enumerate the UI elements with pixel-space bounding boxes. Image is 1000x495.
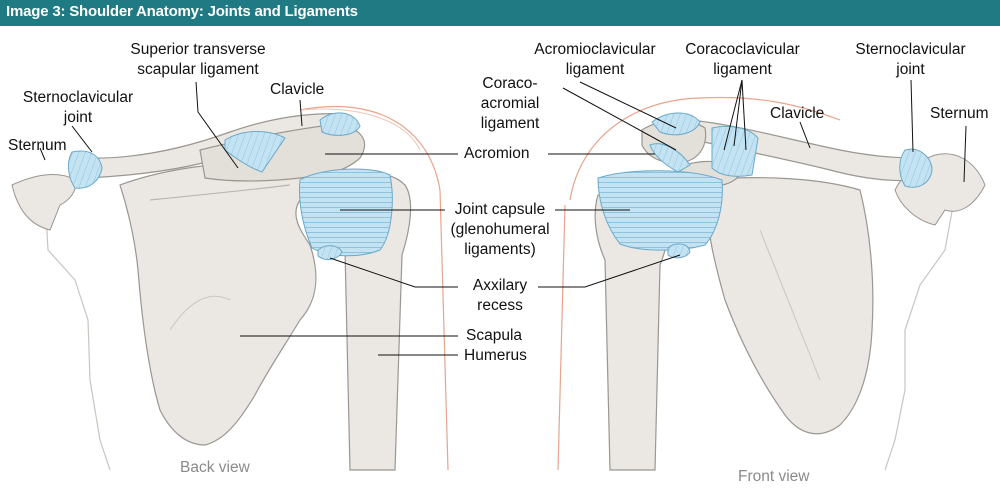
front-axillary-recess bbox=[667, 243, 691, 259]
label-acromion: Acromion bbox=[464, 145, 530, 162]
label-clavicle-back: Clavicle bbox=[270, 81, 325, 98]
label-joint-capsule-line2: (glenohumeral bbox=[450, 221, 550, 238]
label-acromioclavicular-line1: Acromioclavicular bbox=[534, 41, 656, 58]
label-humerus: Humerus bbox=[464, 347, 527, 364]
front-coracoacromial-ligament bbox=[649, 143, 691, 173]
back-sc-ligament bbox=[67, 150, 103, 189]
label-axxilary-line1: Axxilary bbox=[472, 277, 528, 294]
leader-lines bbox=[39, 79, 967, 356]
back-ac-ligament bbox=[319, 112, 361, 136]
back-view-figure bbox=[11, 106, 449, 471]
label-axxilary-recess: Axxilary recess bbox=[455, 276, 545, 316]
back-sternum bbox=[11, 174, 77, 231]
front-joint-capsule bbox=[597, 170, 723, 251]
page-title: Image 3: Shoulder Anatomy: Joints and Li… bbox=[6, 3, 358, 20]
label-coracoclavicular-line2: ligament bbox=[713, 61, 772, 78]
label-superior-transverse-line2: scapular ligament bbox=[137, 61, 259, 78]
front-ac-ligament bbox=[651, 112, 701, 136]
label-sternoclavicular-back: Sternoclavicular joint bbox=[18, 88, 138, 128]
front-body-outline bbox=[884, 194, 956, 471]
label-sternum-back: Sternum bbox=[8, 137, 67, 154]
label-axxilary-line2: recess bbox=[477, 297, 523, 314]
label-sternoclavicular-back-line2: joint bbox=[63, 109, 93, 126]
back-acromion bbox=[199, 124, 366, 182]
label-joint-capsule-line3: ligaments) bbox=[464, 241, 536, 258]
back-body-outline bbox=[44, 194, 111, 471]
label-acromioclavicular-line2: ligament bbox=[565, 61, 625, 78]
back-transverse-ligament bbox=[224, 131, 286, 173]
front-view-figure bbox=[557, 96, 986, 471]
front-skin-outline bbox=[569, 96, 841, 201]
label-acromioclavicular-ligament: Acromioclavicular ligament bbox=[520, 40, 670, 80]
label-superior-transverse-ligament: Superior transverse scapular ligament bbox=[108, 40, 288, 80]
label-joint-capsule-line1: Joint capsule bbox=[454, 201, 546, 218]
label-sternoclavicular-front: Sternoclavicular joint bbox=[838, 40, 983, 80]
front-sc-ligament bbox=[899, 148, 933, 188]
header-bar: Image 3: Shoulder Anatomy: Joints and Li… bbox=[0, 0, 1000, 26]
back-scapula bbox=[119, 161, 317, 446]
label-sternoclavicular-back-line1: Sternoclavicular bbox=[22, 89, 134, 106]
label-clavicle-front: Clavicle bbox=[770, 105, 825, 122]
back-axillary-recess bbox=[317, 245, 343, 260]
label-joint-capsule: Joint capsule (glenohumeral ligaments) bbox=[440, 200, 560, 260]
caption-front-view: Front view bbox=[738, 468, 810, 485]
label-coracoclavicular-line1: Coracoclavicular bbox=[685, 41, 800, 58]
label-superior-transverse-line1: Superior transverse bbox=[130, 41, 266, 58]
label-coracoacromial-line3: ligament bbox=[480, 115, 540, 132]
label-coracoacromial-line2: acromial bbox=[480, 95, 540, 112]
label-sternoclavicular-front-line1: Sternoclavicular bbox=[855, 41, 966, 58]
label-coracoclavicular-ligament: Coracoclavicular ligament bbox=[680, 40, 805, 80]
label-sternum-front: Sternum bbox=[930, 105, 989, 122]
back-skin-outline bbox=[299, 106, 449, 471]
label-scapula: Scapula bbox=[466, 327, 523, 344]
front-scapula bbox=[704, 177, 874, 435]
label-coracoacromial-line1: Coraco- bbox=[482, 75, 538, 92]
label-coracoacromial-ligament: Coraco- acromial ligament bbox=[460, 74, 560, 134]
caption-back-view: Back view bbox=[180, 459, 250, 476]
label-sternoclavicular-front-line2: joint bbox=[896, 61, 925, 78]
back-joint-capsule bbox=[299, 168, 393, 257]
